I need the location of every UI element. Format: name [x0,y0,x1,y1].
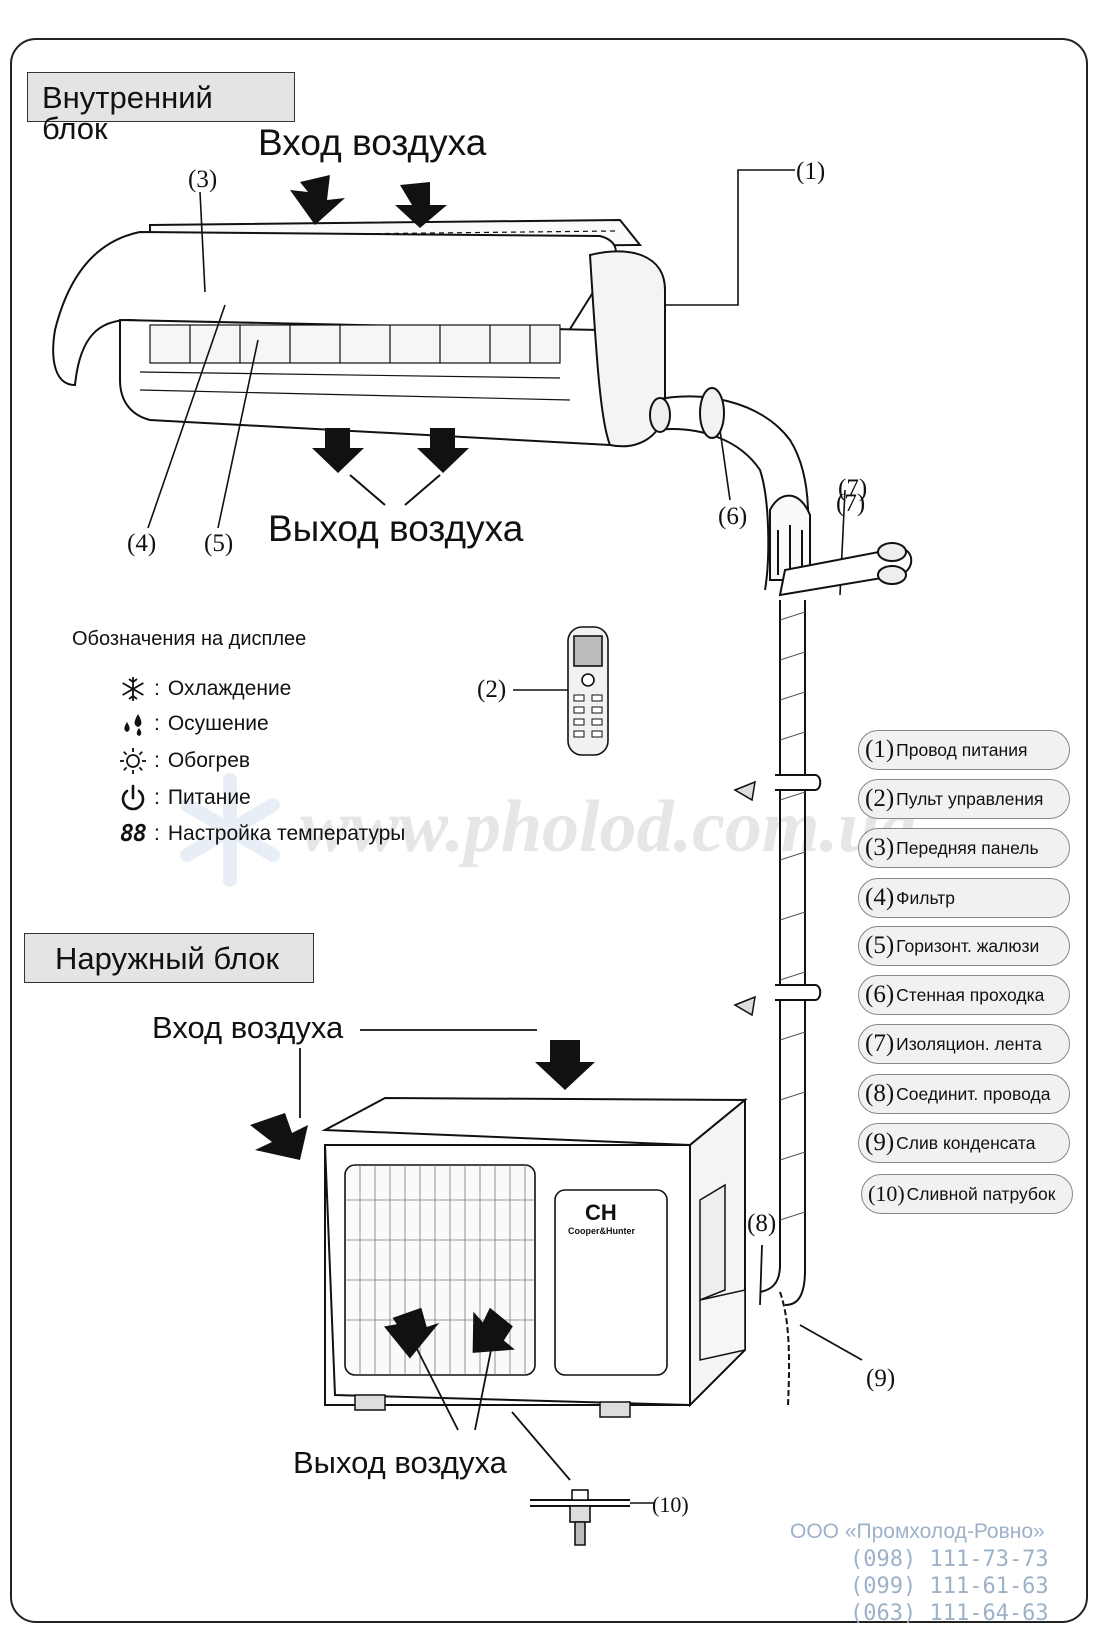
callout-4: (4) [127,530,157,557]
part-item-2: (2) Пульт управления [858,779,1070,819]
snowflake-watermark-icon [180,773,280,887]
callout-9: (9) [866,1365,896,1392]
indoor-air-out-label: Выход воздуха [268,508,524,549]
part-item-4: (4) Фильтр [858,878,1070,918]
company-name: ООО «Промхолод-Ровно» [790,1520,1045,1543]
outdoor-unit [321,1096,748,1418]
drain-hose [779,1291,791,1406]
power-icon [116,781,150,815]
legend-label: Охлаждение [167,677,292,700]
remote-control [567,626,609,756]
pipe-run [649,387,913,1306]
drain-fitting [530,1489,655,1546]
watermark: www.pholod.com.ua [300,786,917,868]
legend-label: Осушение [167,712,269,735]
outdoor-air-in-label: Вход воздуха [152,1010,344,1045]
callout-3: (3) [188,166,218,193]
indoor-air-in-label: Вход воздуха [258,122,487,163]
company-phone-2: (099) 111-61-63 [850,1574,1049,1599]
outdoor-air-out-arrows [383,1307,515,1359]
screw-icon [733,780,756,1017]
indoor-unit [52,218,667,448]
brand-name: Cooper&Hunter [568,1226,635,1236]
company-phone-1: (098) 111-73-73 [850,1547,1049,1572]
callout-6: (6) [718,503,748,530]
part-item-10: (10) Сливной патрубок [861,1174,1073,1214]
part-item-3: (3) Передняя панель [858,828,1070,868]
part-item-1: (1) Провод питания [858,730,1070,770]
outdoor-air-in-arrows [250,1040,595,1160]
legend-item-cooling: : Охлаждение [116,672,291,706]
brand-logo: CH [585,1200,617,1225]
sun-icon [116,744,150,778]
drops-icon [116,707,150,741]
callout-8: (8) [747,1210,777,1237]
callout-1: (1) [796,158,826,185]
legend-item-temperature: 88 : Настройка температуры [116,817,405,851]
segment-88-icon: 88 [120,821,147,847]
callout-5: (5) [204,530,234,557]
snowflake-icon [116,672,150,706]
legend-label: Настройка температуры [167,822,406,845]
part-item-6: (6) Стенная проходка [858,975,1070,1015]
callout-7b: (7) [836,490,866,517]
company-phone-3: (063) 111-64-63 [850,1601,1049,1626]
part-item-8: (8) Соединит. провода [858,1074,1070,1114]
legend-item-heat: : Обогрев [116,744,250,778]
legend-label: Питание [167,786,251,809]
legend-item-power: : Питание [116,781,251,815]
callout-7a: (7) [838,475,868,502]
legend-label: Обогрев [167,749,251,772]
outdoor-unit-title: Наружный блок [24,933,314,983]
callout-2: (2) [477,676,507,703]
legend-title: Обозначения на дисплее [72,628,307,650]
indoor-air-in-arrows [290,175,447,228]
part-item-7: (7) Изоляцион. лента [858,1024,1070,1064]
callout-10: (10) [652,1492,689,1517]
part-item-9: (9) Слив конденсата [858,1123,1070,1163]
legend-item-dry: : Осушение [116,707,269,741]
outdoor-air-out-label: Выход воздуха [293,1445,507,1480]
indoor-unit-title: Внутренний блок [27,72,295,144]
page-frame [10,38,1088,1623]
indoor-air-out-arrows [312,428,469,473]
part-item-5: (5) Горизонт. жалюзи [858,926,1070,966]
